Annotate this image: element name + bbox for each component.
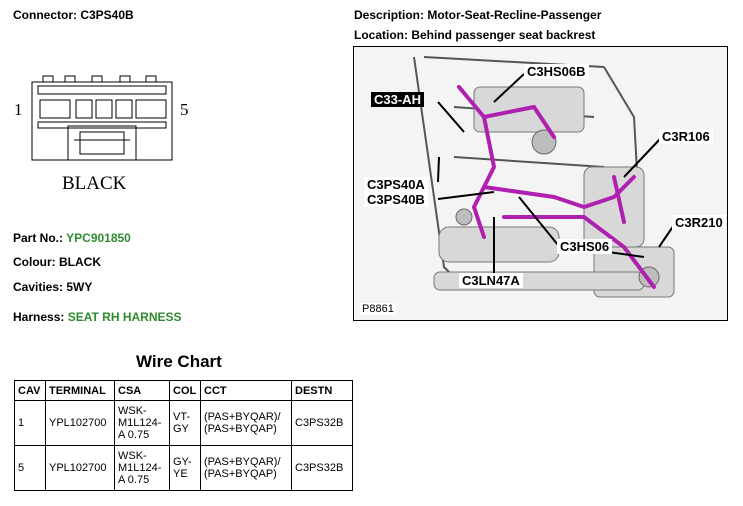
- part-no-row: Part No.: YPC901850: [13, 231, 131, 245]
- location-label: Location: Behind passenger seat backrest: [354, 28, 596, 42]
- photo-code: P8861: [360, 303, 396, 315]
- col-header-cct: CCT: [200, 380, 292, 401]
- callout-c3hs06: C3HS06: [557, 239, 613, 254]
- wire-chart-table: CAV TERMINAL CSA COL CCT DESTN 1 YPL1027…: [14, 380, 353, 491]
- callout-c3ps40a: C3PS40A: [364, 177, 428, 192]
- description-label: Description: Motor-Seat-Recline-Passenge…: [354, 8, 602, 22]
- col-header-destn: DESTN: [291, 380, 353, 401]
- cell-cct: (PAS+BYQAR)/(PAS+BYQAP): [200, 400, 292, 446]
- callout-c33-ah: C33-AH: [371, 92, 424, 107]
- cell-cct: (PAS+BYQAR)/(PAS+BYQAP): [200, 445, 292, 491]
- location-photo: C3HS06B C33-AH C3R106 C3PS40A C3PS40B C3…: [353, 46, 728, 321]
- table-row: 5 YPL102700 WSK-M1L124-A 0.75 GY-YE (PAS…: [14, 445, 353, 491]
- harness-value: SEAT RH HARNESS: [67, 310, 182, 324]
- wire-chart-title: Wire Chart: [136, 352, 222, 371]
- cell-terminal: YPL102700: [45, 445, 115, 491]
- cell-col: VT-GY: [169, 400, 201, 446]
- connector-face-diagram: 1 5 BLACK: [14, 75, 189, 194]
- col-header-col: COL: [169, 380, 201, 401]
- callout-c3r106: C3R106: [659, 129, 713, 144]
- harness-row: Harness: SEAT RH HARNESS: [13, 310, 182, 324]
- table-header-row: CAV TERMINAL CSA COL CCT DESTN: [14, 380, 353, 401]
- colour-label: Colour:: [13, 255, 56, 269]
- cell-destn: C3PS32B: [291, 400, 353, 446]
- cell-cav: 1: [14, 400, 46, 446]
- connector-color-text: BLACK: [62, 173, 127, 194]
- table-row: 1 YPL102700 WSK-M1L124-A 0.75 VT-GY (PAS…: [14, 400, 353, 446]
- cavities-label: Cavities:: [13, 280, 64, 294]
- col-header-cav: CAV: [14, 380, 46, 401]
- cell-col: GY-YE: [169, 445, 201, 491]
- cell-terminal: YPL102700: [45, 400, 115, 446]
- pin-1-label: 1: [14, 100, 23, 119]
- cell-csa: WSK-M1L124-A 0.75: [114, 445, 170, 491]
- connector-label: Connector: C3PS40B: [13, 8, 134, 22]
- pin-5-label: 5: [180, 100, 189, 119]
- col-header-csa: CSA: [114, 380, 170, 401]
- callout-c3r210: C3R210: [672, 215, 726, 230]
- col-header-terminal: TERMINAL: [45, 380, 115, 401]
- callout-c3ps40b: C3PS40B: [364, 192, 428, 207]
- part-no-value: YPC901850: [66, 231, 131, 245]
- callout-c3hs06b: C3HS06B: [524, 64, 589, 79]
- colour-value: BLACK: [59, 255, 101, 269]
- cavities-row: Cavities: 5WY: [13, 280, 92, 294]
- cavities-value: 5WY: [66, 280, 93, 294]
- colour-row: Colour: BLACK: [13, 255, 101, 269]
- cell-destn: C3PS32B: [291, 445, 353, 491]
- cell-csa: WSK-M1L124-A 0.75: [114, 400, 170, 446]
- harness-label: Harness:: [13, 310, 65, 324]
- callout-c3ln47a: C3LN47A: [459, 273, 523, 288]
- cell-cav: 5: [14, 445, 46, 491]
- part-no-label: Part No.:: [13, 231, 64, 245]
